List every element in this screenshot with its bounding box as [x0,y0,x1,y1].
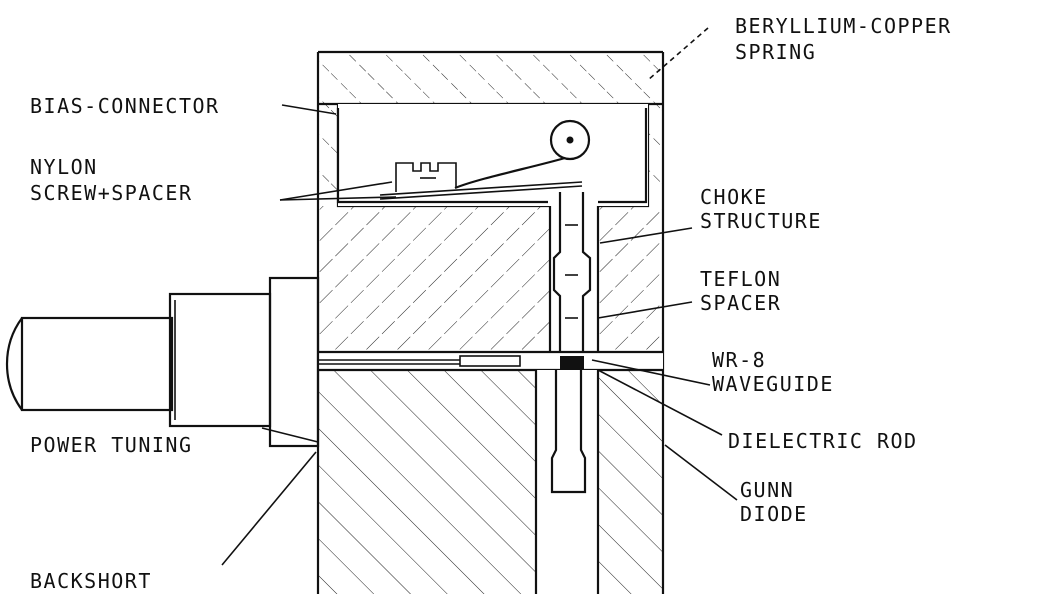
nylon-screw-spacer [395,162,457,192]
label-power-tuning: POWER TUNING [30,433,193,457]
label-teflon-line1: TEFLON [700,267,781,291]
label-nylon-line2: SCREW+SPACER [30,181,193,205]
power-tuning-micrometer [6,276,320,448]
beryllium-copper-spring [379,156,583,200]
label-gunn-diode: GUNN DIODE [740,478,808,526]
label-choke-structure: CHOKE STRUCTURE [700,185,822,233]
choke-structure [548,192,600,352]
label-teflon-line2: SPACER [700,291,781,315]
label-spring-line1: BERYLLIUM-COPPER [735,14,952,38]
label-nylon-line1: NYLON [30,155,98,179]
gunn-diode [534,370,600,594]
label-choke-line1: CHOKE [700,185,768,209]
label-spring-line2: SPRING [735,40,816,64]
label-nylon-screw-spacer: NYLON SCREW+SPACER [30,155,193,205]
label-choke-line2: STRUCTURE [700,209,822,233]
label-spring: BERYLLIUM-COPPER SPRING [735,14,965,64]
label-waveguide-line2: WAVEGUIDE [712,372,834,396]
leader-lines [221,27,738,566]
label-wr-8-waveguide: WR-8 WAVEGUIDE [712,348,834,396]
bias-cavity [336,104,650,208]
label-bias-connector: BIAS-CONNECTOR [30,94,220,118]
wr-8-waveguide [318,350,663,372]
label-gunn-line2: DIODE [740,502,808,526]
label-backshort: BACKSHORT [30,569,152,593]
labels: BERYLLIUM-COPPER SPRING BIAS-CONNECTOR N… [30,14,965,593]
label-gunn-line1: GUNN [740,478,794,502]
label-teflon-spacer: TEFLON SPACER [700,267,795,315]
label-dielectric-rod: DIELECTRIC ROD [728,429,918,453]
housing-hatching [318,52,663,594]
label-waveguide-line1: WR-8 [712,348,766,372]
bias-connector [549,119,591,161]
